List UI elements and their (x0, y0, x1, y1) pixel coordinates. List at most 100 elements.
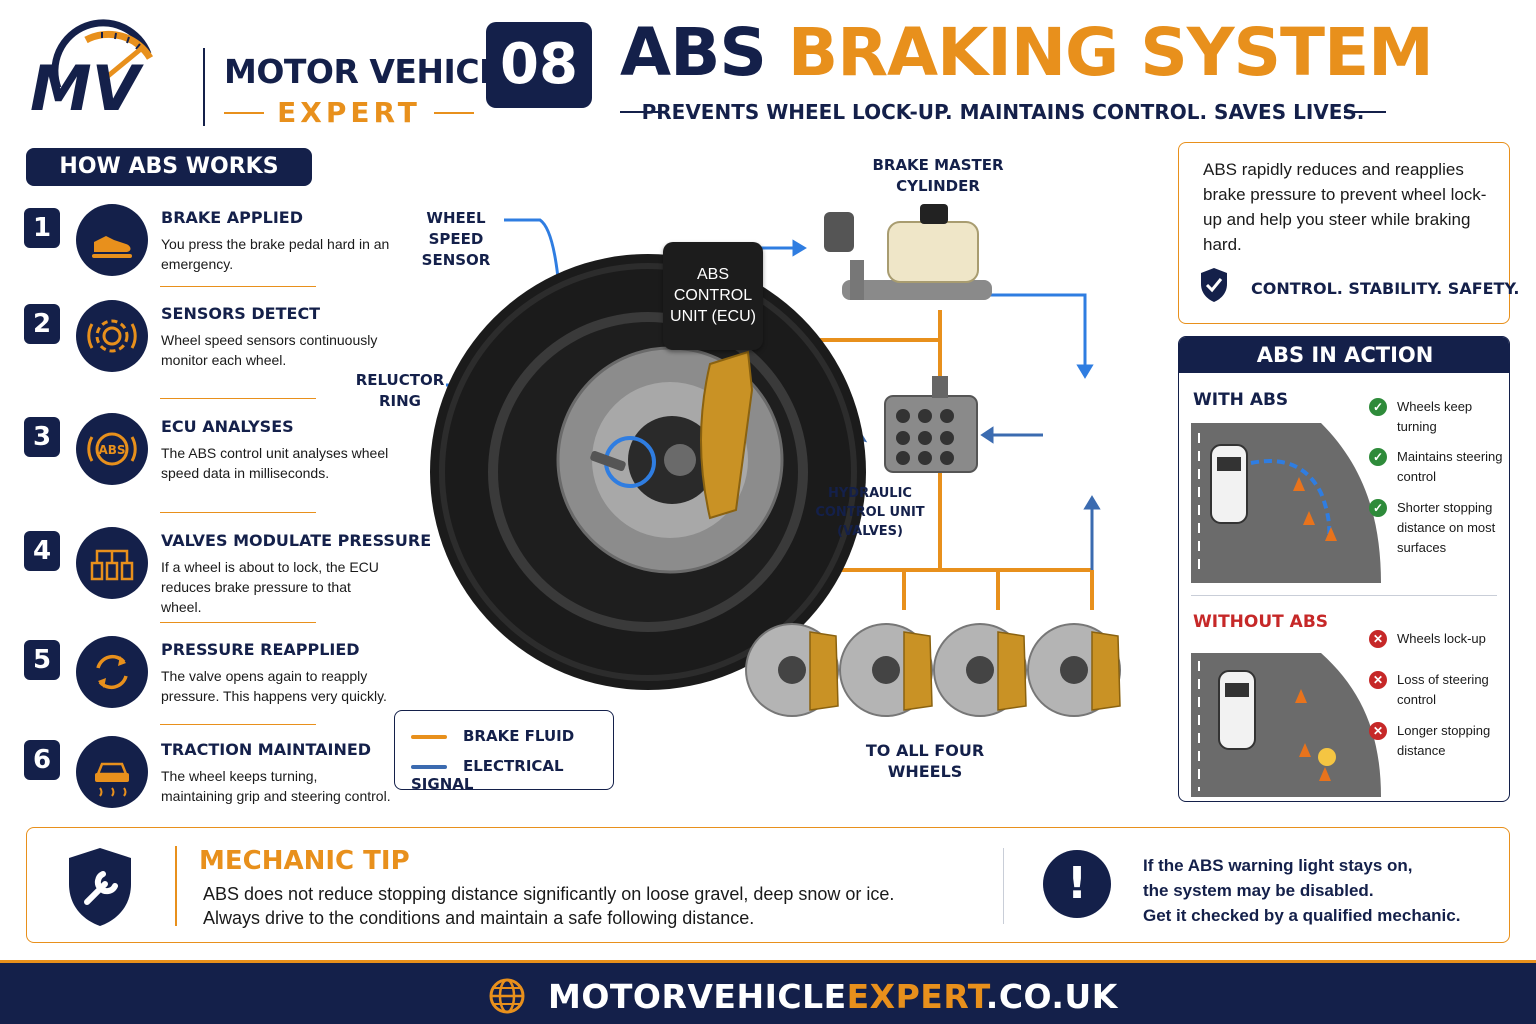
wheel-sensor-icon (76, 300, 148, 372)
without-abs-title: WITHOUT ABS (1193, 612, 1329, 632)
with-abs-road-illustration (1191, 423, 1397, 583)
legend-electrical-signal: ELECTRICAL SIGNAL (411, 757, 613, 793)
step-number: 6 (24, 740, 60, 780)
step-separator (160, 724, 316, 725)
without-abs-item: ✕ Longer stopping distance (1369, 721, 1505, 761)
mechanic-tip-title: MECHANIC TIP (199, 846, 410, 876)
brake-master-cylinder (824, 204, 992, 300)
step-description: You press the brake pedal hard in an eme… (161, 236, 390, 272)
step-description: The wheel keeps turning, maintaining gri… (161, 768, 391, 804)
tip-accent-line (175, 846, 177, 926)
step-number: 3 (24, 417, 60, 457)
step-title: SENSORS DETECT (161, 304, 321, 323)
logo-letters: MV (30, 52, 145, 118)
with-abs-item: ✓Maintains steering control (1369, 447, 1505, 487)
rear-right-brake (1027, 623, 1121, 717)
svg-text:ABS: ABS (98, 443, 125, 457)
logo-divider (203, 48, 205, 126)
warning-exclamation-icon: ! (1043, 850, 1111, 918)
how-abs-works-header: HOW ABS WORKS (26, 148, 312, 186)
item-text: Maintains steering control (1397, 449, 1503, 484)
step-separator (160, 512, 316, 513)
brand-logo: MV MOTOR VEHICLE EXPERT (28, 18, 522, 129)
title-braking-system: BRAKING SYSTEM (787, 14, 1434, 91)
abs-warning-icon: ABS (76, 413, 148, 485)
shield-wrench-icon (69, 848, 131, 926)
label-wheel-speed-sensor: WHEEL SPEED SENSOR (421, 209, 491, 269)
footer-bar: MOTORVEHICLEEXPERT.CO.UK (0, 960, 1536, 1024)
front-left-brake (745, 623, 839, 717)
label-reluctor-ring: RELUCTOR RING (355, 371, 445, 410)
info-text: ABS rapidly reduces and reapplies brake … (1203, 160, 1487, 254)
with-abs-title: WITH ABS (1193, 390, 1289, 410)
legend-brake-fluid: BRAKE FLUID (411, 727, 574, 745)
item-text: Longer stopping distance (1397, 723, 1491, 758)
with-abs-item: ✓ Wheels keep turning (1369, 397, 1505, 437)
with-abs-item: ✓ Shorter stopping distance on most surfa… (1369, 498, 1505, 558)
label-brake-master-cylinder: BRAKE MASTER CYLINDER (872, 156, 1004, 195)
url-part: MOTORVEHICLE (548, 977, 847, 1016)
wheel-speed-sensor (590, 450, 626, 472)
item-text: Wheels lock-up (1397, 631, 1486, 646)
step-description: The ABS control unit analyses wheel spee… (161, 445, 389, 481)
url-part-highlight: EXPERT (846, 977, 986, 1016)
step-number: 1 (24, 208, 60, 248)
check-icon: ✓ (1369, 499, 1387, 517)
legend-label: BRAKE FLUID (463, 727, 575, 745)
item-text: Loss of steering control (1397, 672, 1489, 707)
without-abs-item: ✕ Loss of steering control (1369, 670, 1505, 710)
mv-logo-icon: MV (30, 19, 154, 118)
cross-icon: ✕ (1369, 630, 1387, 648)
without-abs-item: ✕ Wheels lock-up (1369, 629, 1505, 649)
cross-icon: ✕ (1369, 671, 1387, 689)
title-abs: ABS (620, 14, 767, 91)
step-description: If a wheel is about to lock, the ECU red… (161, 559, 379, 615)
brake-caliper (700, 350, 754, 520)
front-right-brake (839, 623, 933, 717)
item-text: Shorter stopping distance on most surfac… (1397, 500, 1496, 555)
abs-in-action-header: ABS IN ACTION (1179, 337, 1509, 373)
info-tagline: CONTROL. STABILITY. SAFETY. (1251, 279, 1520, 298)
abs-system-diagram (430, 204, 1121, 717)
abs-info-box: ABS rapidly reduces and reapplies brake … (1178, 142, 1519, 324)
brand-name: MOTOR VEHICLE (224, 52, 522, 91)
check-icon: ✓ (1369, 398, 1387, 416)
mechanic-tip-box: MECHANIC TIP ABS does not reduce stoppin… (26, 827, 1510, 943)
crash-icon (1318, 748, 1336, 766)
step-title: BRAKE APPLIED (161, 208, 303, 227)
legend-swatch-fluid (411, 734, 447, 739)
episode-badge: 08 (486, 22, 592, 108)
step-title: PRESSURE REAPPLIED (161, 640, 360, 659)
cycle-arrows-icon (76, 636, 148, 708)
step-description: The valve opens again to reapply pressur… (161, 668, 387, 704)
mechanic-tip-line-2: Always drive to the conditions and maint… (203, 908, 755, 928)
four-wheel-brakes (745, 623, 1121, 717)
abs-ecu-box: ABS CONTROL UNIT (ECU) (663, 242, 763, 350)
step-title: TRACTION MAINTAINED (161, 740, 372, 759)
diagram-legend: BRAKE FLUID ELECTRICAL SIGNAL (394, 710, 614, 793)
warning-line-2: the system may be disabled. (1143, 881, 1374, 900)
shoe-on-pedal-icon (76, 204, 148, 276)
page-title: ABS BRAKING SYSTEM (620, 14, 1434, 91)
item-text: Wheels keep turning (1397, 399, 1473, 434)
cross-icon: ✕ (1369, 722, 1387, 740)
rear-left-brake (933, 623, 1027, 717)
legend-label: ELECTRICAL SIGNAL (411, 757, 564, 793)
step-number: 5 (24, 640, 60, 680)
label-to-all-four-wheels: TO ALL FOUR WHEELS (865, 741, 985, 781)
step-number: 2 (24, 304, 60, 344)
car-icon (1210, 444, 1248, 524)
website-url[interactable]: MOTORVEHICLEEXPERT.CO.UK (548, 977, 1118, 1016)
tip-divider (1003, 848, 1004, 924)
brand-subname: EXPERT (224, 96, 474, 129)
warning-line-3: Get it checked by a qualified mechanic. (1143, 906, 1461, 925)
page-subtitle: PREVENTS WHEEL LOCK-UP. MAINTAINS CONTRO… (620, 100, 1386, 124)
abs-in-action-panel: ABS IN ACTION WITH ABS ✓ Wheels keep turn… (1178, 336, 1510, 802)
without-abs-road-illustration (1191, 653, 1397, 797)
step-separator (160, 286, 316, 287)
step-separator (160, 622, 316, 623)
traction-car-icon (76, 736, 148, 808)
hydraulic-control-unit (884, 376, 978, 473)
car-icon (1218, 670, 1256, 750)
label-hydraulic-control-unit: HYDRAULIC CONTROL UNIT (VALVES) (815, 486, 925, 539)
